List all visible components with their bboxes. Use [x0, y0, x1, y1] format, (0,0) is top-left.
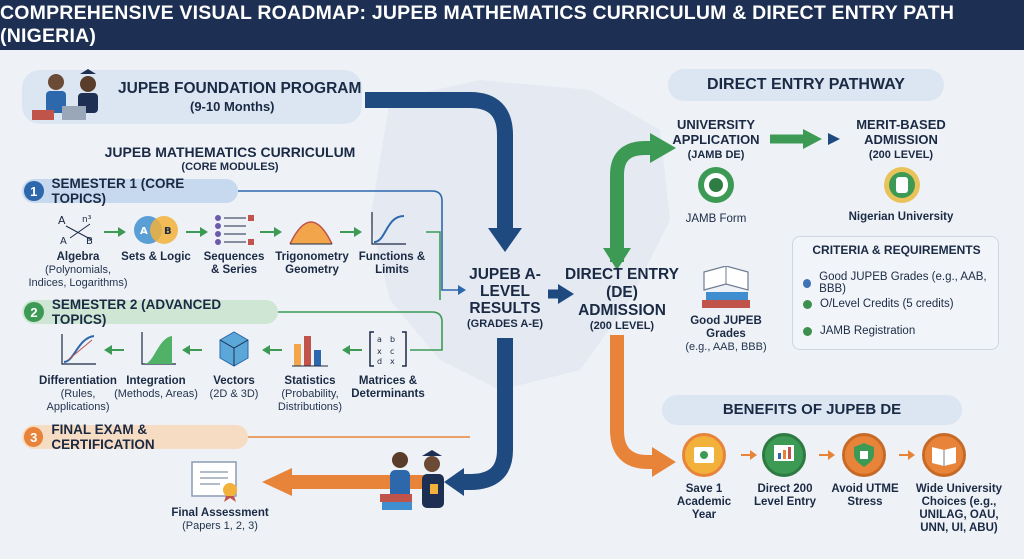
semester3-title: FINAL EXAM & CERTIFICATION: [51, 422, 155, 452]
results-title: JUPEB A-LEVEL RESULTS: [469, 266, 541, 317]
university-crest-icon: [884, 167, 920, 203]
admission-detail: (200 LEVEL): [868, 149, 934, 161]
svg-text:A: A: [140, 226, 148, 237]
module-functions: Functions & Limits: [358, 251, 426, 276]
semester2-title: SEMESTER 2 (ADVANCED TOPICS): [51, 297, 222, 327]
save-year-icon: [682, 433, 726, 477]
final-assessment: Final Assessment (Papers 1, 2, 3): [171, 507, 269, 532]
svg-text:b: b: [390, 335, 395, 344]
direct-entry-level: (200 LEVEL): [589, 320, 655, 332]
module-differentiation: Differentiation (Rules, Applications): [39, 375, 117, 413]
algebra-icon: A n³ A B: [58, 214, 93, 247]
module-vectors: Vectors (2D & 3D): [209, 375, 259, 400]
university-caption: Nigerian University: [848, 211, 954, 223]
svg-text:c: c: [390, 347, 394, 356]
criteria-item: JAMB Registration: [803, 325, 915, 337]
benefit-direct-200: Direct 200 Level Entry: [754, 483, 816, 508]
differentiation-icon: [61, 334, 96, 365]
module-sequences: Sequences & Series: [203, 251, 265, 276]
functions-graph-icon: [371, 212, 406, 245]
module-algebra: Algebra (Polynomials, Indices, Logarithm…: [28, 251, 128, 289]
integration-icon: [141, 332, 176, 365]
svg-text:d: d: [377, 357, 382, 366]
graduates-icon: [380, 450, 444, 510]
module-statistics: Statistics (Probability, Distributions): [277, 375, 343, 413]
pathway-title: DIRECT ENTRY PATHWAY: [707, 76, 905, 93]
statistics-bars-icon: [292, 336, 328, 367]
curriculum-title: JUPEB MATHEMATICS CURRICULUM: [104, 144, 356, 160]
svg-text:x: x: [377, 347, 382, 356]
svg-text:a: a: [377, 335, 382, 344]
jamb-form-caption: JAMB Form: [685, 213, 747, 225]
svg-text:n³: n³: [82, 215, 92, 225]
foundation-title: JUPEB FOUNDATION PROGRAM: [118, 80, 362, 97]
trig-curve-icon: [289, 221, 333, 245]
benefit-university-choices: Wide University Choices (e.g., UNILAG, O…: [915, 483, 1003, 534]
direct-entry-title: DIRECT ENTRY (DE) ADMISSION: [565, 266, 679, 319]
svg-text:B: B: [164, 226, 172, 237]
semester3-number: 3: [24, 427, 44, 447]
books-icon: [702, 266, 750, 308]
semester1-title: SEMESTER 1 (CORE TOPICS): [51, 176, 185, 206]
semester2-banner: 2 SEMESTER 2 (ADVANCED TOPICS): [22, 297, 278, 327]
module-integration: Integration (Methods, Areas): [114, 375, 198, 400]
pathway-banner: [668, 69, 944, 101]
svg-text:B: B: [86, 236, 93, 247]
criteria-panel: CRITERIA & REQUIREMENTS Good JUPEB Grade…: [792, 236, 999, 350]
certificate-icon: [191, 461, 237, 502]
semester2-number: 2: [24, 302, 44, 322]
grades-box: Good JUPEB Grades (e.g., AAB, BBB): [685, 315, 767, 353]
application-title: UNIVERSITY APPLICATION: [672, 117, 760, 147]
criteria-item: O/Level Credits (5 credits): [803, 298, 954, 310]
admission-title: MERIT-BASED ADMISSION: [856, 117, 946, 147]
vectors-cube-icon: [219, 331, 249, 367]
nigeria-map-background: [370, 80, 670, 390]
benefit-avoid-utme: Avoid UTME Stress: [831, 483, 899, 508]
module-sets-logic: Sets & Logic: [121, 251, 191, 263]
svg-text:A: A: [58, 214, 66, 227]
sets-venn-icon: A B: [134, 216, 178, 244]
benefit-save-year: Save 1 Academic Year: [676, 483, 732, 521]
curriculum-subtitle: (CORE MODULES): [181, 161, 279, 173]
sequences-icon: [215, 215, 254, 245]
avoid-stress-icon: [842, 433, 886, 477]
module-trigonometry: Trigonometry Geometry: [275, 251, 349, 276]
benefits-title: BENEFITS OF JUPEB DE: [722, 401, 902, 418]
application-detail: (JAMB DE): [687, 149, 745, 161]
direct-200-icon: [762, 433, 806, 477]
svg-text:A: A: [60, 236, 67, 247]
semester1-number: 1: [24, 181, 44, 201]
university-choices-icon: [922, 433, 966, 477]
foundation-duration: (9-10 Months): [190, 99, 275, 114]
header-title: COMPREHENSIVE VISUAL ROADMAP: JUPEB MATH…: [0, 0, 1024, 50]
results-grades: (GRADES A-E): [467, 318, 543, 330]
jamb-seal-icon: [698, 167, 734, 203]
criteria-title: CRITERIA & REQUIREMENTS: [812, 243, 981, 257]
criteria-item: Good JUPEB Grades (e.g., AAB, BBB): [803, 271, 998, 295]
benefits-banner: [662, 395, 962, 425]
semester1-banner: 1 SEMESTER 1 (CORE TOPICS): [22, 176, 238, 206]
semester3-banner: 3 FINAL EXAM & CERTIFICATION: [22, 422, 248, 452]
svg-text:x: x: [390, 357, 395, 366]
module-matrices: Matrices & Determinants: [351, 375, 425, 400]
students-laptop-icon: [32, 69, 98, 120]
